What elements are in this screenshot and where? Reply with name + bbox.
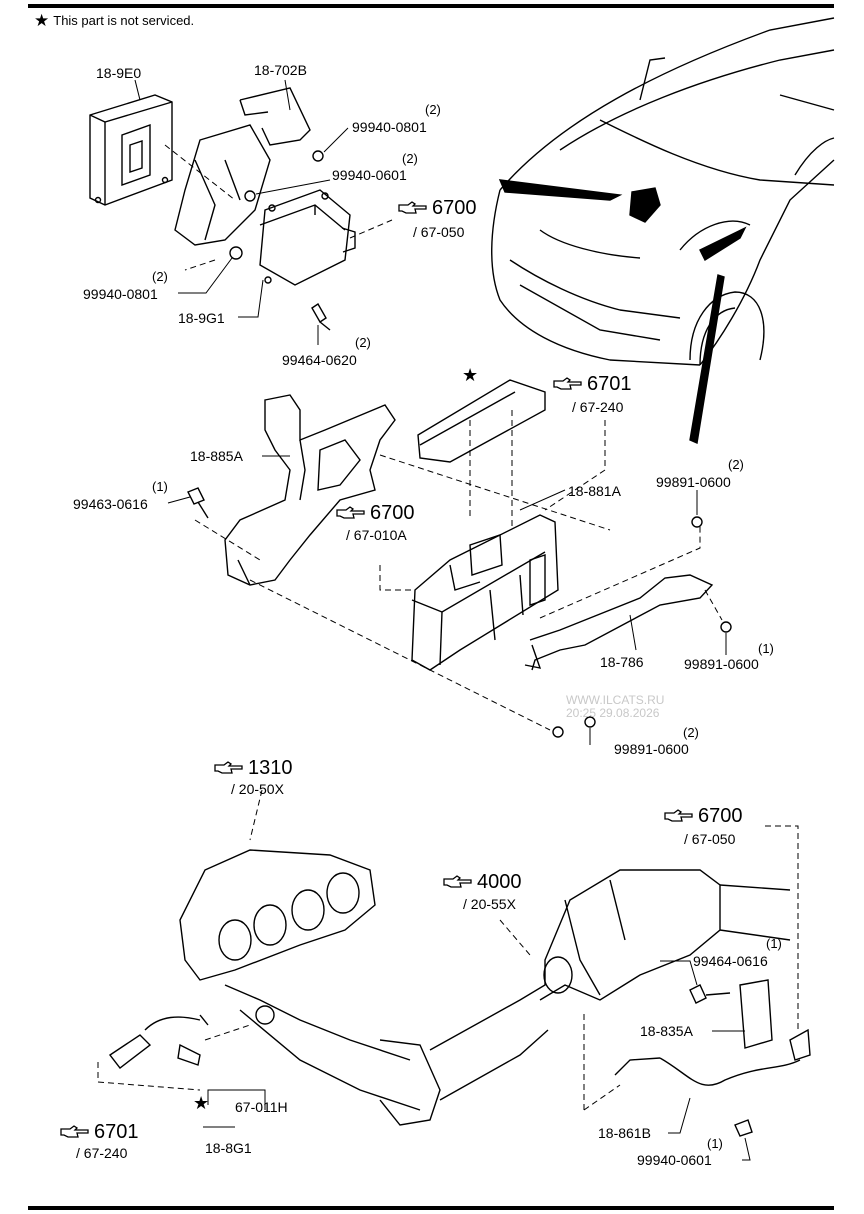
legend: ★ This part is not serviced. bbox=[34, 12, 194, 29]
label-99940-0801-a[interactable]: 99940-0801 bbox=[352, 119, 427, 135]
label-67-011H[interactable]: 67-011H bbox=[235, 1099, 288, 1115]
not-serviced-star-icon: ★ bbox=[462, 365, 479, 385]
label-18-861B[interactable]: 18-861B bbox=[598, 1125, 651, 1141]
label-18-8G1[interactable]: 18-8G1 bbox=[205, 1140, 252, 1156]
bracket-18-885A bbox=[224, 394, 396, 586]
leader-lines bbox=[134, 79, 751, 1161]
catalytic-converter bbox=[429, 869, 791, 1101]
pointing-hand-icon bbox=[443, 875, 472, 888]
star-icon: ★ bbox=[34, 11, 50, 30]
nut-99940-0801 bbox=[312, 150, 324, 162]
ecu-18-881A bbox=[411, 514, 559, 671]
nut-99891-0600-c2 bbox=[552, 726, 564, 738]
label-18-9G1[interactable]: 18-9G1 bbox=[178, 310, 225, 326]
label-99891-0600-b[interactable]: 99891-0600 bbox=[684, 656, 759, 672]
qty-99940-0601-a: (2) bbox=[402, 151, 418, 166]
bolt-99464-0620 bbox=[311, 303, 331, 331]
sensor-module-18-9G1 bbox=[259, 189, 356, 286]
pointer-wedge-3 bbox=[689, 274, 725, 444]
bottom-rule bbox=[28, 1206, 834, 1210]
qty-99464-0616: (1) bbox=[766, 936, 782, 951]
pointer-wedge-1 bbox=[498, 179, 623, 201]
qty-99891-0600-a: (2) bbox=[728, 457, 744, 472]
pointing-hand-icon bbox=[214, 761, 243, 774]
qty-99940-0801-b: (2) bbox=[152, 269, 168, 284]
watermark: WWW.ILCATS.RU 20:25 29.08.2026 bbox=[566, 693, 665, 721]
pointer-wedge-2 bbox=[699, 226, 747, 262]
label-18-885A[interactable]: 18-885A bbox=[190, 448, 243, 464]
pointing-hand-icon bbox=[553, 377, 582, 390]
ref-link-4000[interactable]: 4000 bbox=[443, 872, 522, 892]
pointing-hand-icon bbox=[60, 1125, 89, 1138]
car-body-illustration bbox=[491, 17, 835, 366]
cover-18-8xx bbox=[417, 379, 546, 463]
label-99464-0616[interactable]: 99464-0616 bbox=[693, 953, 768, 969]
clip-99940-0601-b bbox=[734, 1119, 753, 1137]
label-99891-0600-c[interactable]: 99891-0600 bbox=[614, 741, 689, 757]
not-serviced-star-icon-2: ★ bbox=[193, 1093, 210, 1113]
label-18-702B[interactable]: 18-702B bbox=[254, 62, 307, 78]
nut-99940-0601 bbox=[244, 190, 256, 202]
ref-number: 6701 bbox=[587, 373, 632, 395]
nut-99940-0801-b bbox=[229, 246, 243, 260]
ref-link-1310[interactable]: 1310 bbox=[214, 758, 293, 778]
label-99463-0616[interactable]: 99463-0616 bbox=[73, 496, 148, 512]
qty-99463-0616: (1) bbox=[152, 479, 168, 494]
nut-99891-0600-b bbox=[720, 621, 732, 633]
bolt-99464-0616 bbox=[689, 984, 731, 1004]
label-99940-0601-b[interactable]: 99940-0601 bbox=[637, 1152, 712, 1168]
legend-text: This part is not serviced. bbox=[53, 13, 195, 28]
ref-link-6700-c[interactable]: 6700 bbox=[664, 806, 743, 826]
label-18-786[interactable]: 18-786 bbox=[600, 654, 644, 670]
qty-99464-0620: (2) bbox=[355, 335, 371, 350]
label-99464-0620[interactable]: 99464-0620 bbox=[282, 352, 357, 368]
control-module-18-9E0 bbox=[89, 94, 173, 206]
nut-99891-0600-c1 bbox=[584, 716, 596, 728]
ref-link-6701-b[interactable]: 6701 bbox=[60, 1122, 139, 1142]
bolt-99463-0616 bbox=[187, 487, 209, 519]
ref-sub-6700-c[interactable]: / 67-050 bbox=[684, 831, 736, 847]
pointing-hand-icon bbox=[664, 809, 693, 822]
pointing-hand-icon bbox=[336, 506, 365, 519]
ref-sub-6700-a[interactable]: / 67-050 bbox=[413, 224, 465, 240]
ref-number: 6700 bbox=[698, 805, 743, 827]
qty-99940-0801-a: (2) bbox=[425, 102, 441, 117]
ref-sub-6700-b[interactable]: / 67-010A bbox=[346, 527, 407, 543]
exhaust-manifold bbox=[179, 849, 441, 1126]
o2-sensor-18-861B bbox=[614, 1028, 811, 1086]
ref-number: 6700 bbox=[370, 502, 415, 524]
label-18-835A[interactable]: 18-835A bbox=[640, 1023, 693, 1039]
label-99891-0600-a[interactable]: 99891-0600 bbox=[656, 474, 731, 490]
ref-link-6700-a[interactable]: 6700 bbox=[398, 198, 477, 218]
ref-link-6701-a[interactable]: 6701 bbox=[553, 374, 632, 394]
label-99940-0801-b[interactable]: 99940-0801 bbox=[83, 286, 158, 302]
ref-number: 1310 bbox=[248, 757, 293, 779]
ref-sub-6701-a[interactable]: / 67-240 bbox=[572, 399, 624, 415]
ref-number: 6701 bbox=[94, 1121, 139, 1143]
ref-sub-1310[interactable]: / 20-50X bbox=[231, 781, 284, 797]
qty-99891-0600-c: (2) bbox=[683, 725, 699, 740]
ref-sub-6701-b[interactable]: / 67-240 bbox=[76, 1145, 128, 1161]
qty-99940-0601-b: (1) bbox=[707, 1136, 723, 1151]
watermark-line-1: WWW.ILCATS.RU bbox=[566, 693, 665, 707]
bracket-18-835A bbox=[739, 979, 773, 1049]
label-18-881A[interactable]: 18-881A bbox=[568, 483, 621, 499]
engine-module-location bbox=[629, 187, 661, 223]
ref-number: 6700 bbox=[432, 197, 477, 219]
dashed-callouts bbox=[97, 144, 799, 1111]
top-rule bbox=[28, 4, 834, 8]
bracket-18-702B bbox=[174, 87, 311, 246]
o2-sensor-18-8G1 bbox=[108, 1014, 209, 1069]
qty-99891-0600-b: (1) bbox=[758, 641, 774, 656]
ref-link-6700-b[interactable]: 6700 bbox=[336, 503, 415, 523]
ref-sub-4000[interactable]: / 20-55X bbox=[463, 896, 516, 912]
nut-99891-0600-a bbox=[691, 516, 703, 528]
label-18-9E0[interactable]: 18-9E0 bbox=[96, 65, 142, 81]
watermark-line-2: 20:25 29.08.2026 bbox=[566, 706, 660, 721]
label-99940-0601-a[interactable]: 99940-0601 bbox=[332, 167, 407, 183]
ref-number: 4000 bbox=[477, 871, 522, 893]
pointing-hand-icon bbox=[398, 201, 427, 214]
